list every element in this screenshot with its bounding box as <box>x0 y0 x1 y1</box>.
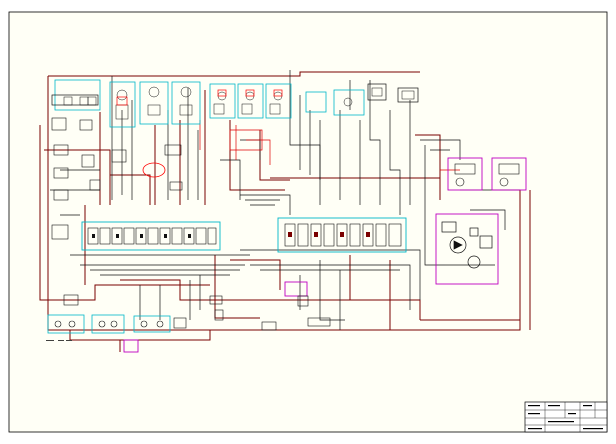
main-pressure-lines <box>39 71 531 352</box>
highlight-ellipse <box>142 162 166 178</box>
left-component-column <box>51 117 183 240</box>
misc-marks <box>46 340 72 341</box>
actuator-row-right <box>51 83 419 106</box>
control-lines <box>199 120 460 171</box>
control-valve-bank-right <box>277 217 407 253</box>
control-valve-bank-left <box>81 221 221 251</box>
pump-station <box>441 221 495 269</box>
auxiliary-valve-group <box>123 157 527 353</box>
auxiliary-symbols <box>454 163 520 187</box>
actuator-row-center <box>209 83 365 119</box>
pilot-components-bottom <box>47 294 331 334</box>
title-block <box>524 401 608 433</box>
actuator-highlight-marks <box>116 89 283 106</box>
